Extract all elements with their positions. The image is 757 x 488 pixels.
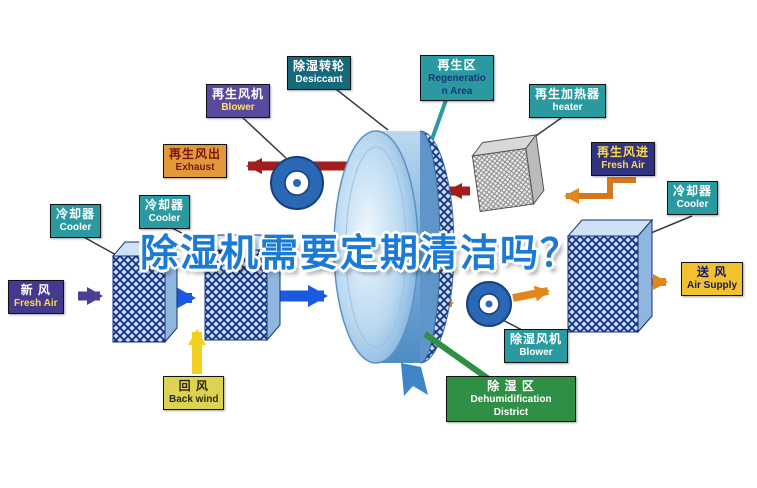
label-en: Desiccant	[295, 74, 343, 85]
label-zh: 新 风	[20, 283, 51, 297]
label-fresh-air: 新 风 Fresh Air	[8, 280, 64, 314]
label-en: Cooler	[59, 222, 92, 233]
label-dehumid-blower: 除湿风机 Blower	[504, 329, 569, 363]
heater-box	[471, 133, 545, 213]
cooler-box-left-inner	[203, 233, 282, 342]
cooler-box-left-outer	[111, 240, 179, 344]
label-en: Blower	[519, 347, 553, 358]
label-dehumid-district: 除 湿 区 Dehumidification District	[446, 376, 576, 422]
label-zh: 除湿风机	[510, 332, 563, 346]
page-title: 除湿机需要定期清洁吗？	[140, 233, 581, 275]
label-zh: 冷却器	[673, 184, 713, 198]
label-zh: 除湿转轮	[293, 59, 346, 73]
label-en: Cooler	[148, 213, 181, 224]
label-en: Dehumidification	[470, 394, 552, 405]
desiccant-wheel-drum	[333, 130, 455, 396]
label-zh: 回 风	[178, 379, 209, 393]
district-connector	[423, 331, 492, 383]
label-cooler-left-outer: 冷却器 Cooler	[50, 204, 102, 238]
label-zh: 再生加热器	[535, 87, 601, 101]
label-en: Exhaust	[175, 162, 215, 173]
label-regen-fresh-air: 再生风进 Fresh Air	[591, 142, 656, 176]
label-back-wind: 回 风 Back wind	[163, 376, 225, 410]
wheel-ribbon	[401, 363, 428, 396]
label-zh: 再生区	[437, 58, 477, 72]
label-zh: 再生风进	[597, 145, 650, 159]
label-zh: 冷却器	[145, 198, 185, 212]
label-regen-area: 再生区 Regeneration Area	[420, 55, 494, 101]
regen-blower-fan	[270, 156, 324, 210]
label-exhaust: 再生风出 Exhaust	[163, 144, 228, 178]
label-zh: 再生风机	[212, 87, 265, 101]
dehumid-blower-fan	[466, 281, 512, 327]
label-en: Air Supply	[687, 280, 738, 291]
label-zh: 再生风出	[169, 147, 222, 161]
label-en: Cooler	[676, 199, 709, 210]
label-en: District	[493, 406, 529, 418]
label-cooler-left-inner: 冷却器 Cooler	[139, 195, 191, 229]
cooler-box-right	[566, 218, 654, 334]
label-desiccant-wheel: 除湿转轮 Desiccant	[287, 56, 352, 90]
label-zh: 除 湿 区	[487, 379, 535, 393]
label-cooler-right: 冷却器 Cooler	[667, 181, 719, 215]
label-en: Regeneration Area	[428, 73, 486, 97]
label-zh: 冷却器	[56, 207, 96, 221]
label-regen-heater: 再生加热器 heater	[529, 84, 607, 118]
label-en: Blower	[221, 102, 255, 113]
regen-area-stem	[429, 99, 448, 143]
label-en: Back wind	[169, 394, 219, 405]
label-air-supply: 送 风 Air Supply	[681, 262, 744, 296]
label-en: heater	[552, 102, 583, 113]
label-connector-lines	[79, 85, 693, 331]
label-zh: 送 风	[696, 265, 728, 279]
label-en: Fresh Air	[601, 160, 645, 171]
label-en: Fresh Air	[14, 298, 58, 309]
label-regen-blower: 再生风机 Blower	[206, 84, 271, 118]
